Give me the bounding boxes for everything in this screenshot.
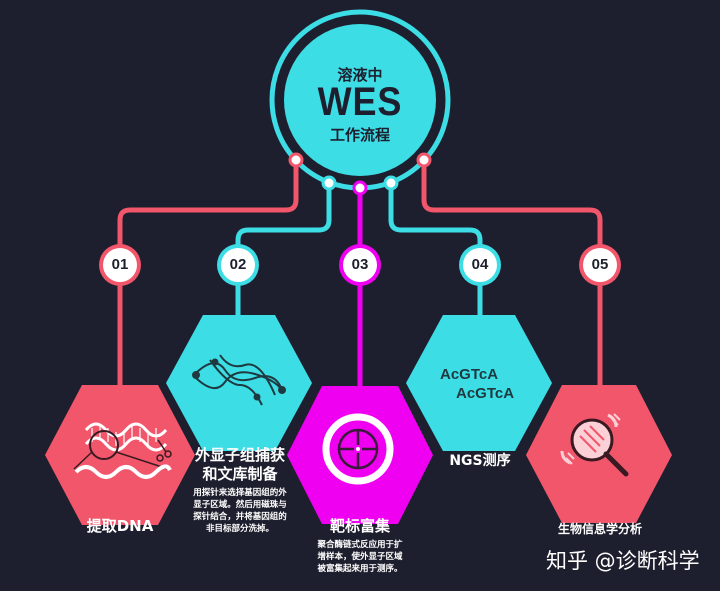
step-number-05: 05 [583,248,617,282]
connector-04 [388,180,483,323]
connector-01 [117,157,299,393]
step-title-05: 生物信息学分析 [557,522,642,536]
hex-02 [166,315,312,451]
watermark: 知乎 @诊断科学 [546,549,700,573]
hub-circle [284,24,436,176]
step-desc-03: 聚合酶链式反应用于扩 增样本，使外显子区域 被富集起来用于测序。 [317,540,403,574]
step-title-04: NGS测序 [449,453,511,469]
step-desc-02: 用探针来选择基因组的外 显子区域。然后用磁珠与 探针结合，并将基因组的 非目标部… [193,488,287,534]
step-title-02-line1: 外显子组捕获 [194,446,285,464]
hex-04 [406,315,552,451]
step-number-01: 01 [103,248,137,282]
hub-subtitle-bottom: 工作流程 [329,126,390,144]
hex-01 [45,385,195,525]
sequence-line-1: AcGTcA [440,366,499,383]
step-number-03: 03 [343,248,377,282]
double-helix-icon [192,354,286,406]
hub-subtitle-top: 溶液中 [337,66,383,84]
sequence-line-2: AcGTcA [456,385,515,402]
step-title-02-line2: 和文库制备 [202,465,278,483]
magnifier-dna-icon [560,413,629,477]
step-number-02: 02 [221,248,255,282]
crosshair-target-icon [322,413,394,485]
hub-title: WES [317,80,403,124]
step-title-03: 靶标富集 [329,517,390,535]
dna-scissors-icon [73,422,172,479]
hex-03 [287,386,433,524]
step-title-01: 提取DNA [86,517,154,535]
connector-02 [235,180,332,323]
connector-05 [421,157,603,393]
step-number-04: 04 [463,248,497,282]
